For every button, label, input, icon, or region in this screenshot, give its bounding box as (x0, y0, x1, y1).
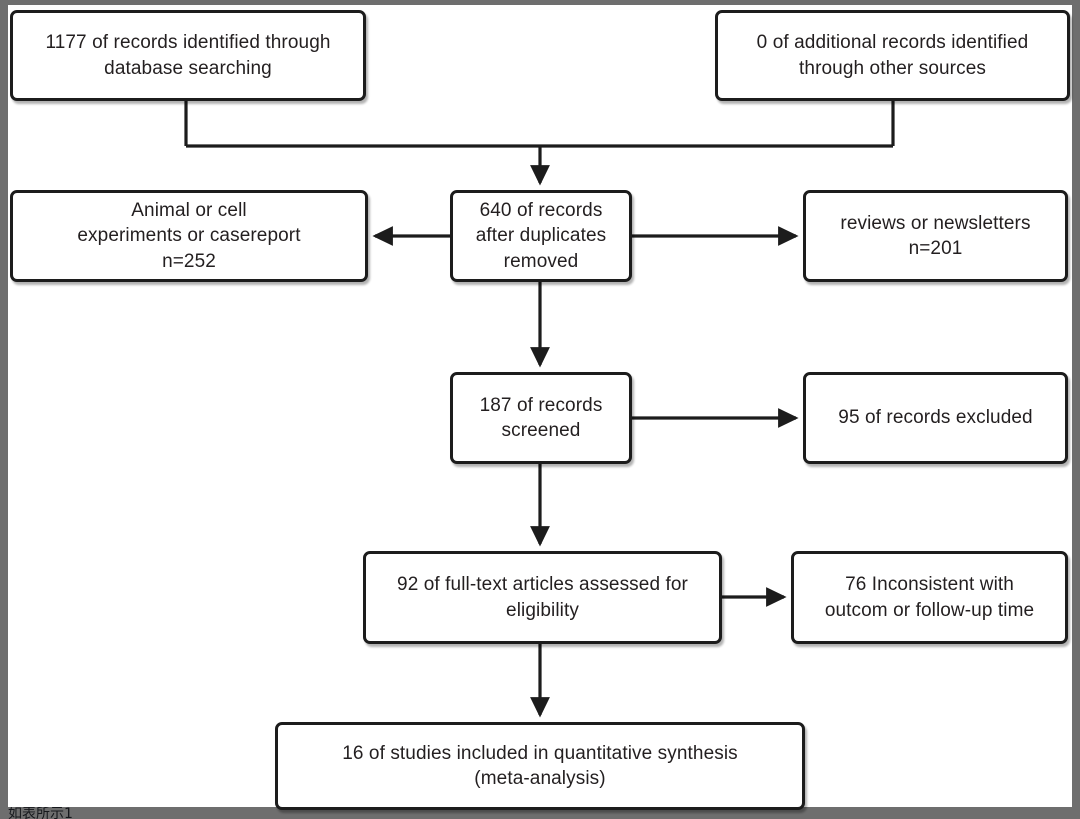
node-label: 76 Inconsistent with outcom or follow-up… (824, 574, 1035, 621)
fulltext-articles-assessed-box[interactable]: 92 of full-text articles assessed for el… (363, 551, 722, 644)
studies-included-quantitative-synthesis-box[interactable]: 16 of studies included in quantitative s… (275, 722, 805, 810)
node-label: 92 of full-text articles assessed for el… (397, 574, 688, 621)
records-excluded-box[interactable]: 95 of records excluded (803, 372, 1068, 464)
node-label: 1177 of records identified through datab… (45, 32, 331, 79)
records-screened-box[interactable]: 187 of records screened (450, 372, 632, 464)
excluded-inconsistent-outcome-box[interactable]: 76 Inconsistent with outcom or follow-up… (791, 551, 1068, 644)
excluded-reviews-newsletters-box[interactable]: reviews or newsletters n=201 (803, 190, 1068, 282)
excluded-animal-cell-box[interactable]: Animal or cell experiments or casereport… (10, 190, 368, 282)
node-label: reviews or newsletters n=201 (840, 212, 1031, 259)
node-label: 640 of records after duplicates removed (475, 200, 607, 272)
node-label: Animal or cell experiments or casereport… (77, 200, 301, 272)
node-label: 95 of records excluded (838, 407, 1033, 429)
page-footnote-text: 如表所示1 (8, 807, 73, 819)
node-label: 16 of studies included in quantitative s… (342, 742, 738, 789)
node-label: 187 of records screened (479, 394, 603, 441)
node-label: 0 of additional records identified throu… (756, 32, 1029, 79)
additional-records-other-sources-box[interactable]: 0 of additional records identified throu… (715, 10, 1070, 101)
records-identified-database-box[interactable]: 1177 of records identified through datab… (10, 10, 366, 101)
records-after-duplicates-removed-box[interactable]: 640 of records after duplicates removed (450, 190, 632, 282)
